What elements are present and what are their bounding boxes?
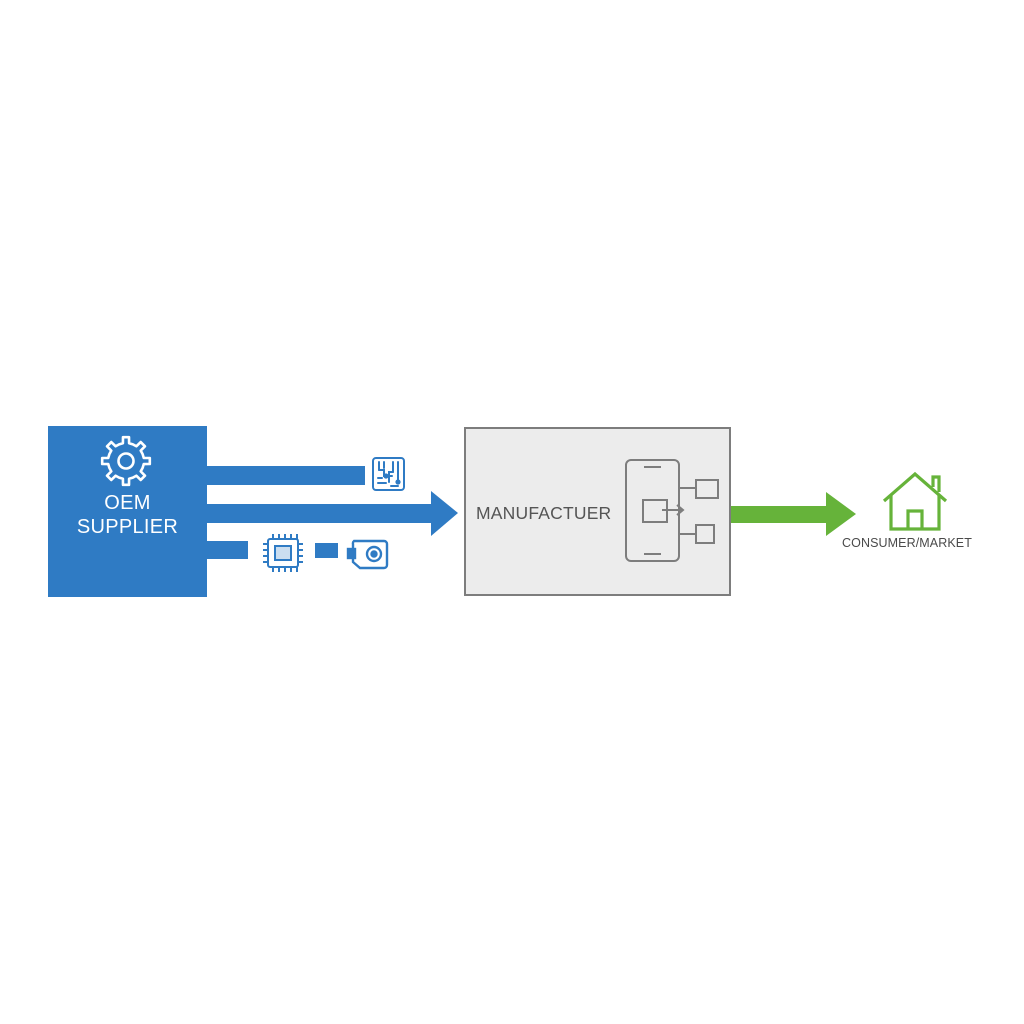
camera-module-icon <box>346 539 389 570</box>
connector-dash <box>315 543 338 558</box>
oem-label-line2: SUPPLIER <box>76 516 179 538</box>
phone-assembly-icon <box>625 459 719 562</box>
consumer-market-label: CONSUMER/MARKET <box>842 536 972 550</box>
connector-line-top <box>207 466 365 485</box>
connector-line-bottom <box>207 541 248 559</box>
manufacturer-box <box>464 427 731 596</box>
oem-supplier-label: OEM SUPPLIER <box>48 491 207 539</box>
circuit-board-icon <box>372 457 405 491</box>
microchip-icon <box>263 534 303 572</box>
gear-icon <box>100 435 152 487</box>
house-icon <box>882 471 948 531</box>
arrow-to-consumer <box>731 492 856 536</box>
arrow-to-manufacturer <box>207 491 458 536</box>
oem-label-line1: OEM <box>104 492 151 514</box>
manufacturer-label: MANUFACTUER <box>476 503 612 523</box>
